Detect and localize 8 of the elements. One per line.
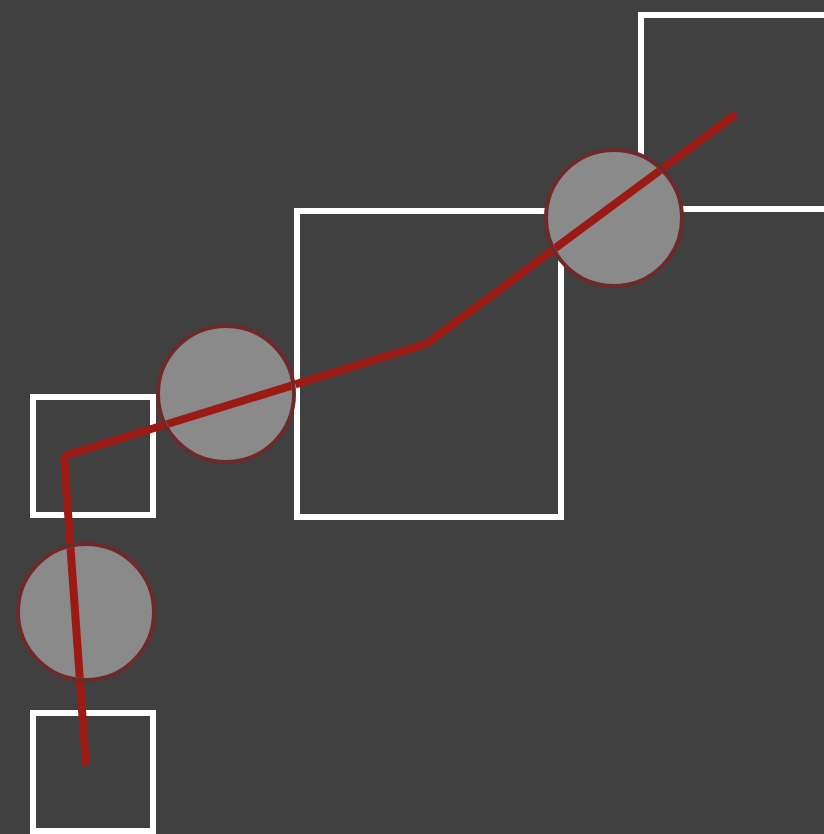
path-line bbox=[423, 247, 555, 348]
path-line bbox=[60, 455, 75, 545]
path-line bbox=[660, 110, 739, 172]
square-outline bbox=[294, 208, 564, 520]
square-outline bbox=[30, 710, 156, 834]
square-outline bbox=[30, 394, 156, 518]
path-line bbox=[294, 340, 428, 389]
circle-node bbox=[544, 148, 684, 288]
